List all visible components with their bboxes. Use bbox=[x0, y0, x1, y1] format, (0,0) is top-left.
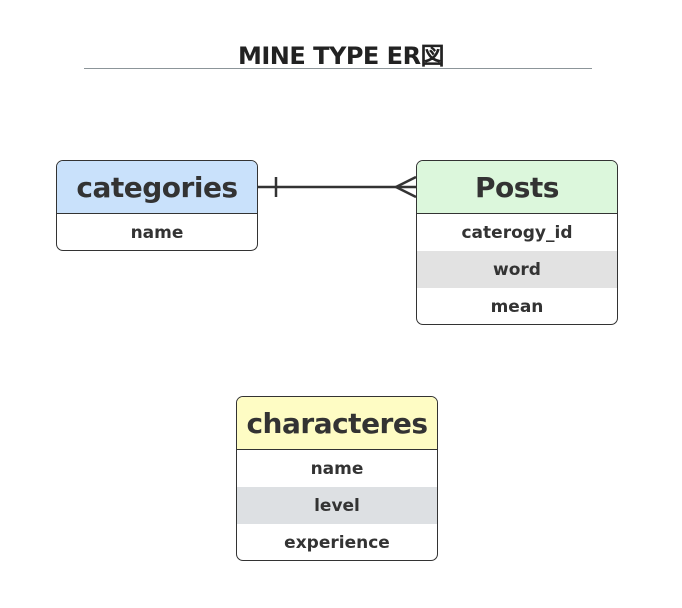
entity-posts[interactable]: Posts caterogy_id word mean bbox=[416, 160, 618, 325]
field-characteres-level: level bbox=[237, 487, 437, 524]
entity-characteres[interactable]: characteres name level experience bbox=[236, 396, 438, 561]
relationship-categories-posts bbox=[258, 175, 417, 199]
entity-header-characteres: characteres bbox=[237, 397, 437, 450]
crows-foot-lower bbox=[395, 185, 417, 199]
field-posts-caterogy-id: caterogy_id bbox=[461, 222, 573, 243]
field-characteres-experience: experience bbox=[284, 532, 390, 553]
field-posts-word: word bbox=[417, 251, 617, 288]
entity-header-categories: categories bbox=[57, 161, 257, 214]
diagram-title: MINE TYPE ER図 bbox=[237, 42, 445, 70]
field-categories-name: name bbox=[130, 222, 184, 243]
entity-categories[interactable]: categories name bbox=[56, 160, 258, 251]
title-divider bbox=[84, 68, 592, 69]
entity-header-posts: Posts bbox=[417, 161, 617, 214]
field-characteres-name: name bbox=[310, 458, 364, 479]
crows-foot-upper bbox=[395, 175, 417, 189]
field-posts-mean: mean bbox=[490, 296, 544, 317]
